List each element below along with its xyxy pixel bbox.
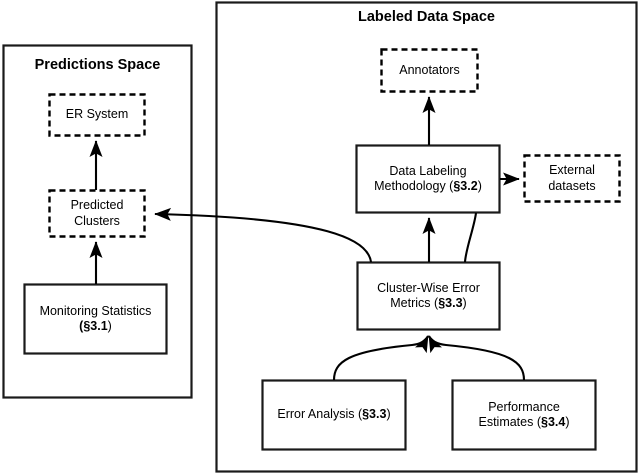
- node-data-labeling-methodology[interactable]: [355, 144, 501, 214]
- edge-performance-to-metrics: [428, 335, 526, 381]
- node-external-datasets[interactable]: [523, 154, 621, 203]
- edge-metrics-to-predicted: [154, 207, 373, 263]
- container-title-labeled-data-space: Labeled Data Space: [358, 9, 495, 25]
- node-monitoring-statistics[interactable]: [23, 283, 168, 355]
- node-cluster-wise-error-metrics[interactable]: [356, 261, 501, 331]
- node-error-analysis[interactable]: [261, 379, 407, 451]
- container-labeled-data-space: [215, 1, 638, 473]
- node-annotators[interactable]: [380, 48, 479, 93]
- edge-error-analysis-to-metrics: [332, 335, 429, 381]
- node-performance-estimates[interactable]: [451, 379, 597, 451]
- edge-labeling-to-metrics: [463, 212, 478, 263]
- container-title-predictions-space: Predictions Space: [34, 57, 161, 73]
- node-predicted-clusters[interactable]: [48, 189, 146, 238]
- container-predictions-space: [2, 44, 193, 399]
- node-er-system[interactable]: [48, 93, 146, 137]
